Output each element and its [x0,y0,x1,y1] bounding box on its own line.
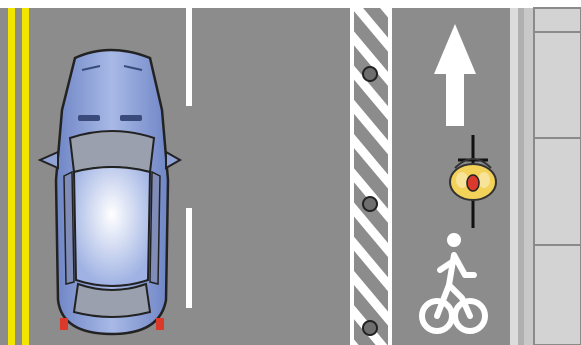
buffer-post [363,197,377,211]
cyclist-helmet [467,175,479,191]
buffer-post [363,321,377,335]
sidewalk [524,8,581,345]
hatched-buffer [350,8,392,345]
curb [510,8,524,345]
buffer-post [363,67,377,81]
